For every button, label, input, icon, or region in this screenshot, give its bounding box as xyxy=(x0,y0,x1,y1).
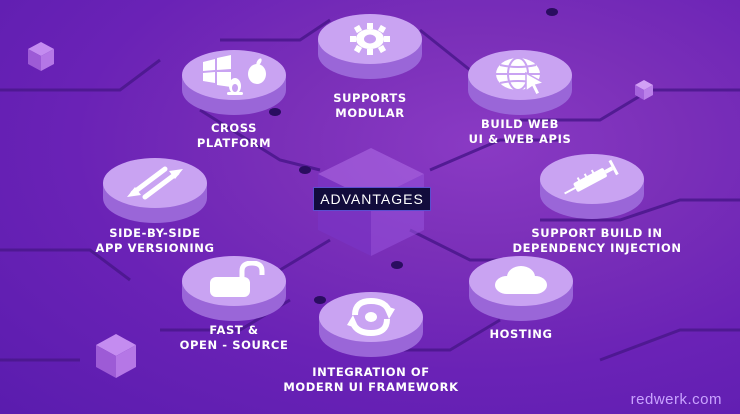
refresh-gear-icon xyxy=(347,297,395,337)
gear-icon xyxy=(350,23,390,55)
syringe-icon xyxy=(564,159,619,195)
swap-arrows-icon xyxy=(127,166,183,200)
disc-dependency-injection xyxy=(540,154,644,226)
disc-supports-modular xyxy=(318,14,422,86)
cube-decoration xyxy=(96,334,136,378)
brand-watermark: redwerk.com xyxy=(630,391,722,408)
disc-integration xyxy=(319,292,423,364)
advantages-label: ADVANTAGES xyxy=(320,191,424,207)
open-lock-icon xyxy=(210,261,265,297)
disc-side-by-side xyxy=(103,158,207,230)
advantages-badge: ADVANTAGES xyxy=(313,187,431,211)
globe-cursor-icon xyxy=(496,57,547,95)
label-open-source: FAST &OPEN - SOURCE xyxy=(179,323,289,352)
label-hosting: HOSTING xyxy=(489,327,553,341)
cube-decoration xyxy=(635,80,653,100)
cloud-icon xyxy=(495,266,547,294)
disc-open-source xyxy=(182,256,286,328)
cube-decoration xyxy=(28,42,54,71)
disc-cross-platform xyxy=(182,50,286,122)
os-logos-icon xyxy=(203,55,266,95)
disc-build-web xyxy=(468,50,572,122)
disc-hosting xyxy=(469,256,573,328)
